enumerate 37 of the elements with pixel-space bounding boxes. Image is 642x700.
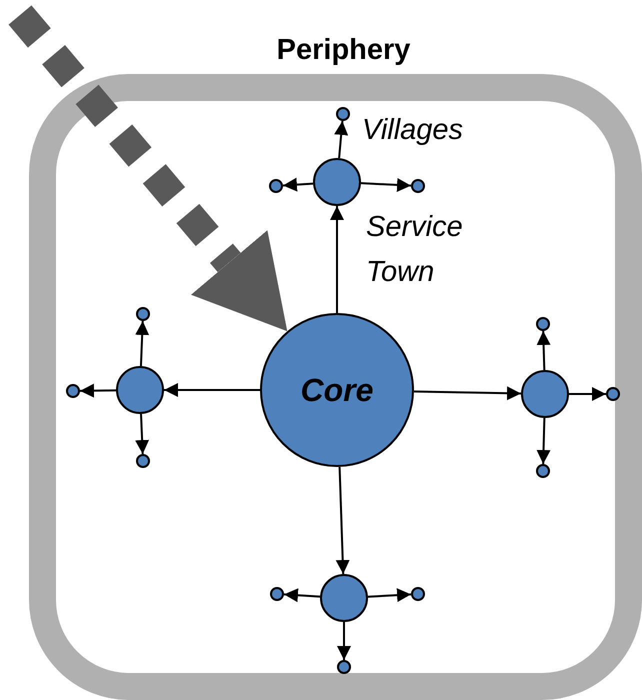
village-circle (270, 587, 284, 601)
village-circle (606, 387, 620, 401)
arrow (569, 387, 606, 401)
arrow (337, 622, 351, 660)
arrow (284, 588, 320, 602)
arrow (368, 588, 412, 602)
town-circle (116, 366, 164, 414)
arrow (334, 120, 348, 158)
arrow (80, 384, 116, 398)
arrow (360, 178, 412, 192)
arrow (135, 320, 150, 366)
village-circle (336, 107, 350, 121)
arrow (536, 418, 551, 464)
village-circle (136, 454, 150, 468)
town-circle (320, 574, 368, 622)
village-circle (337, 660, 351, 674)
arrow (536, 330, 551, 370)
arrow (336, 466, 350, 574)
village-circle (411, 179, 425, 193)
village-circle (411, 587, 425, 601)
village-circle (536, 464, 550, 478)
town-circle (313, 158, 361, 206)
village-circle (66, 384, 80, 398)
arrow (414, 386, 522, 400)
town-circle (521, 370, 569, 418)
arrow (330, 206, 344, 313)
arrow (8, 5, 288, 332)
arrow (164, 383, 260, 397)
arrow (282, 178, 314, 192)
region-title: Periphery (276, 34, 410, 67)
village-circle (136, 307, 150, 321)
village-circle (536, 317, 550, 331)
node-label: Core (300, 372, 374, 408)
node-caption: Service Town (366, 210, 464, 290)
node-caption: Villages (362, 113, 464, 148)
arrow (135, 414, 150, 454)
village-circle (269, 179, 283, 193)
